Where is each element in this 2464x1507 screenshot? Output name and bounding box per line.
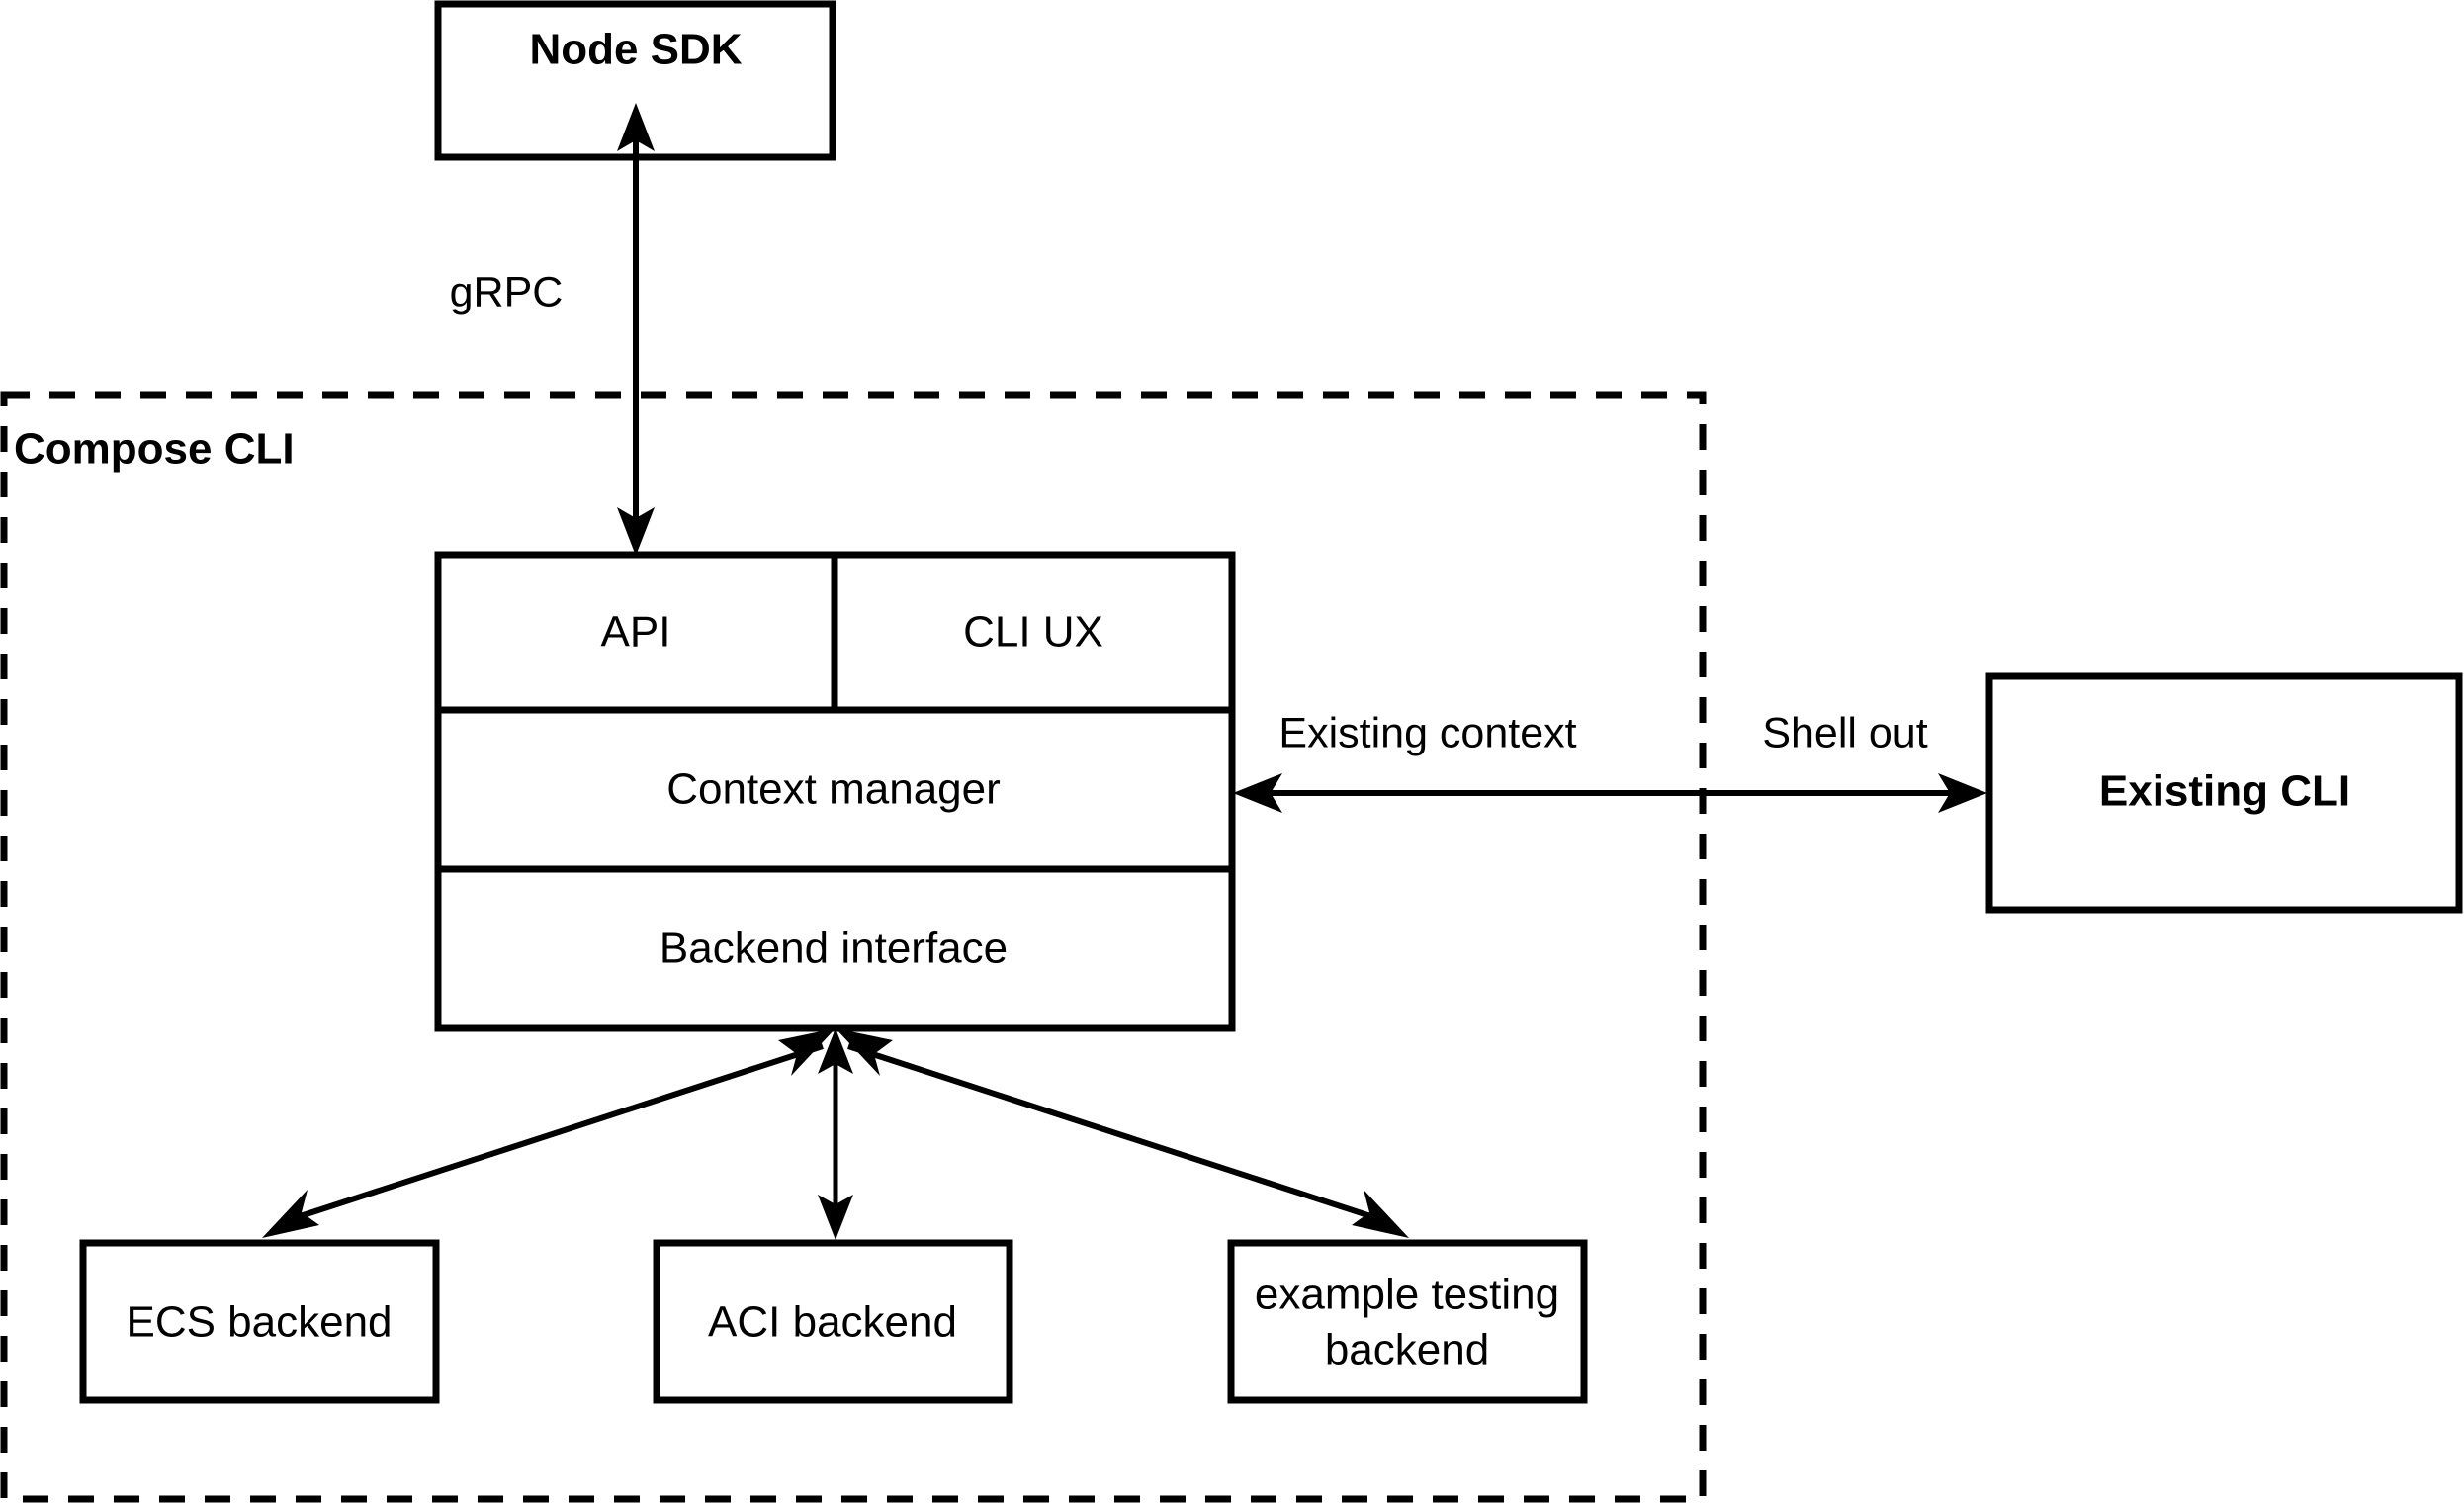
node-example-testing-backend-rect[interactable] — [1227, 1239, 1588, 1404]
node-example-testing-backend-label-line2: backend — [1325, 1326, 1489, 1374]
node-aci-backend-label: ACI backend — [708, 1298, 957, 1347]
edge-to-ecs-arrowhead-top — [778, 1028, 836, 1076]
node-backend-interface-label: Backend interface — [660, 925, 1008, 973]
node-core-stack: API CLI UX Context manager Backend inter… — [434, 551, 1236, 1032]
node-context-manager-rect[interactable] — [434, 706, 1236, 873]
edge-shell-out-label: Shell out — [1762, 709, 1927, 756]
edge-grpc-arrowhead-down — [617, 507, 655, 556]
node-example-testing-backend[interactable]: example testing backend — [1227, 1239, 1588, 1404]
node-existing-cli[interactable]: Existing CLI — [1985, 672, 2463, 914]
node-backend-interface-rect[interactable] — [434, 865, 1236, 1032]
edge-grpc: gRPC — [450, 103, 655, 556]
node-example-testing-backend-label-line1: example testing — [1255, 1271, 1559, 1319]
node-context-manager-label: Context manager — [666, 765, 1001, 814]
edge-horizontal-arrowhead-right — [1938, 773, 1987, 813]
edge-existing-context-label: Existing context — [1278, 709, 1576, 756]
edge-grpc-label: gRPC — [450, 268, 564, 315]
edge-to-ecs-backend — [262, 1028, 836, 1238]
edge-to-example-arrowhead-bottom — [1352, 1190, 1409, 1238]
edge-to-aci-backend — [818, 1028, 853, 1240]
node-ecs-backend-label: ECS backend — [126, 1298, 392, 1347]
node-aci-backend[interactable]: ACI backend — [653, 1239, 1013, 1404]
edge-to-aci-arrowhead-bottom — [818, 1195, 853, 1240]
node-existing-cli-label: Existing CLI — [2099, 767, 2350, 816]
node-cli-ux-label: CLI UX — [963, 608, 1103, 657]
node-existing-cli-rect[interactable] — [1985, 672, 2463, 914]
edge-grpc-arrowhead-up — [617, 103, 655, 151]
group-compose-cli-border — [0, 391, 1707, 1503]
edge-existing-context-shell-out: Existing context Shell out — [1233, 709, 1987, 813]
edge-to-ecs-line — [281, 1043, 824, 1225]
node-ecs-backend[interactable]: ECS backend — [79, 1239, 440, 1404]
edge-to-aci-arrowhead-top — [818, 1028, 853, 1074]
node-aci-backend-rect[interactable] — [653, 1239, 1013, 1404]
edge-horizontal-arrowhead-left — [1233, 773, 1282, 813]
node-ecs-backend-rect[interactable] — [79, 1239, 440, 1404]
edge-to-example-line — [847, 1043, 1390, 1225]
edge-to-ecs-arrowhead-bottom — [262, 1190, 319, 1238]
node-api-label: API — [601, 608, 671, 657]
edge-to-example-arrowhead-top — [836, 1028, 893, 1076]
node-node-sdk-label: Node SDK — [529, 26, 742, 74]
group-compose-cli: Compose CLI — [0, 391, 1707, 1503]
edge-to-example-testing-backend — [836, 1028, 1409, 1238]
group-compose-cli-label: Compose CLI — [14, 425, 295, 474]
